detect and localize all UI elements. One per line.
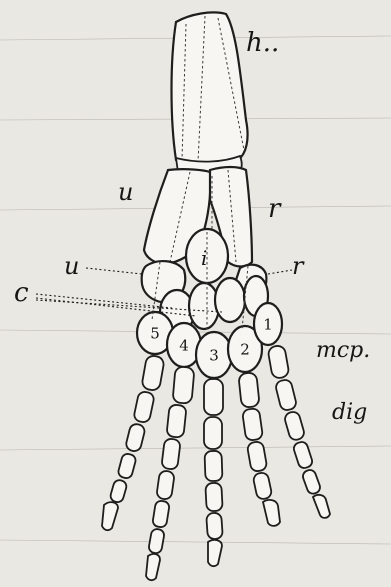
carpal-number-5: 5 [150, 327, 160, 342]
label-digits: dig [332, 402, 367, 424]
label-metacarpals: mcp. [316, 340, 370, 362]
digit-1 [267, 345, 330, 518]
digit-3 [204, 379, 223, 566]
label-ulnare: u [64, 254, 79, 278]
label-radiale: r [292, 254, 303, 278]
centrale-bone-3 [215, 278, 245, 322]
label-humerus: h.. [246, 30, 279, 56]
label-centralia: c [14, 280, 29, 306]
label-radius: r [268, 196, 280, 222]
carpal-number-2: 2 [240, 343, 250, 358]
carpal-number-3: 3 [209, 349, 219, 364]
digit-2 [238, 372, 280, 526]
carpal-number-4: 4 [179, 339, 189, 354]
carpal-number-1: 1 [263, 318, 273, 333]
label-ulna: u [118, 180, 133, 204]
label-intermedium: i [201, 248, 207, 268]
